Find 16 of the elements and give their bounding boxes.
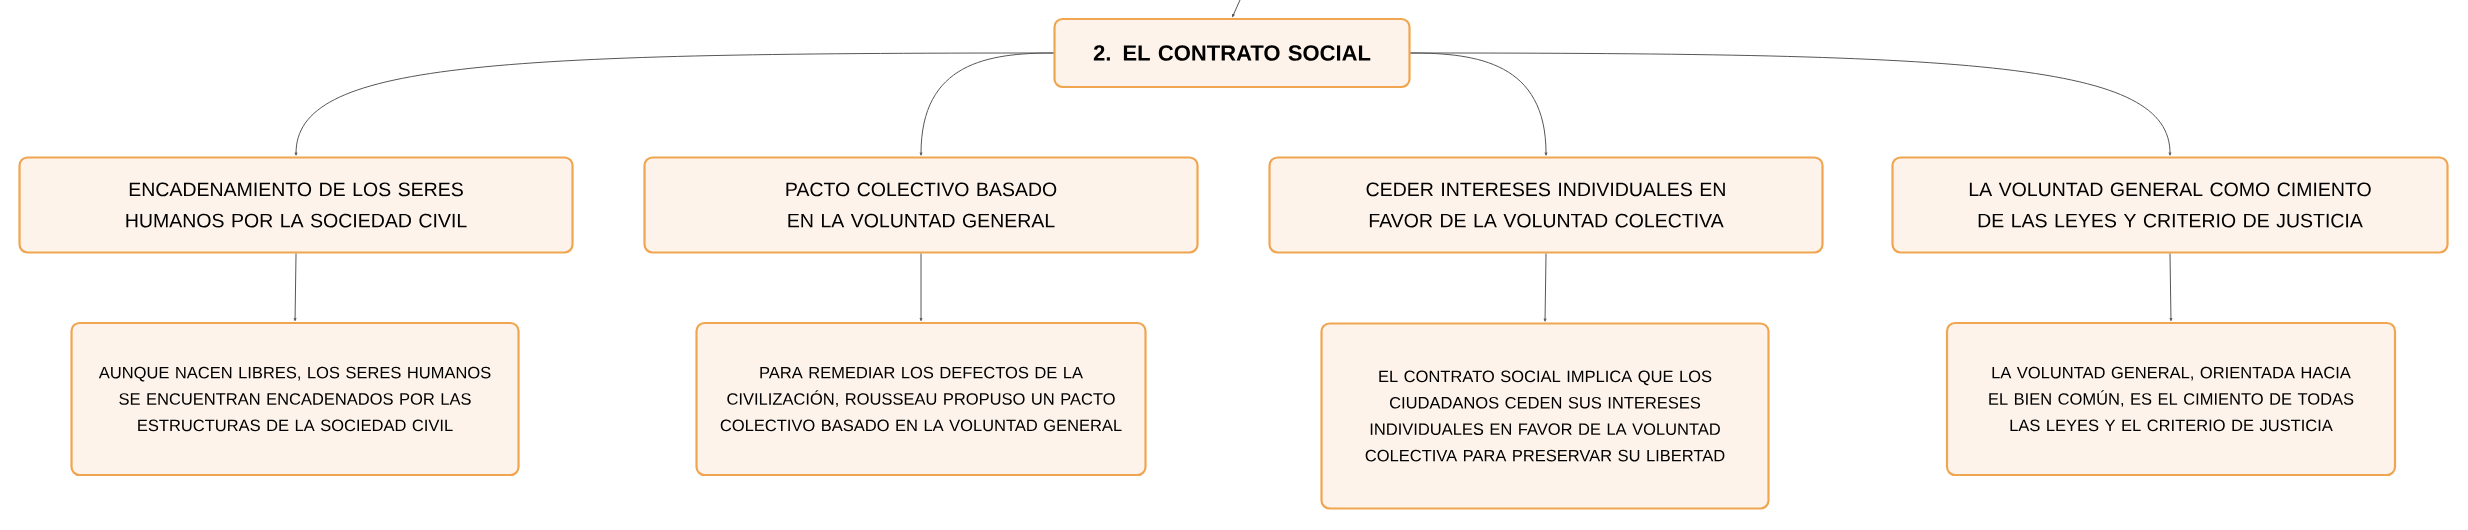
connector: [919, 253, 923, 322]
connector: [1543, 253, 1547, 322]
connector: [919, 52, 1054, 156]
topic-box: ENCADENAMIENTO DE LOS SERES HUMANOS POR LA SOCIEDAD CIVIL: [18, 156, 574, 254]
topic-box: PACTO COLECTIVO BASADO EN LA VOLUNTAD GENERAL: [643, 156, 1199, 254]
description-box: EL CONTRATO SOCIAL IMPLICA QUE LOS CIUDADANOS CEDEN SUS INTERESES INDIVIDUALES EN FAVOR DE LA VOLUNTAD COLECTIVA PARA PRESERVAR SU LIBERTAD: [1320, 322, 1770, 510]
connector: [2169, 253, 2173, 322]
description-box: AUNQUE NACEN LIBRES, LOS SERES HUMANOS SE ENCUENTRAN ENCADENADOS POR LAS ESTRUCTURAS DE LA SOCIEDAD CIVIL: [70, 321, 520, 477]
topic-box: CEDER INTERESES INDIVIDUALES EN FAVOR DE LA VOLUNTAD COLECTIVA: [1268, 156, 1824, 254]
description-box: PARA REMEDIAR LOS DEFECTOS DE LA CIVILIZACIÓN, ROUSSEAU PROPUSO UN PACTO COLECTIVO BASADO EN LA VOLUNTAD GENERAL: [695, 321, 1147, 477]
connector: [1232, 0, 1241, 18]
connector: [293, 253, 297, 322]
description-box: LA VOLUNTAD GENERAL, ORIENTADA HACIA EL BIEN COMÚN, ES EL CIMIENTO DE TODAS LAS LEYES Y EL CRITERIO DE JUSTICIA: [1945, 321, 2397, 477]
connector: [1410, 52, 2172, 156]
topic-box: LA VOLUNTAD GENERAL COMO CIMIENTO DE LAS LEYES Y CRITERIO DE JUSTICIA: [1891, 156, 2449, 254]
title-box: 2. EL CONTRATO SOCIAL: [1053, 17, 1411, 89]
